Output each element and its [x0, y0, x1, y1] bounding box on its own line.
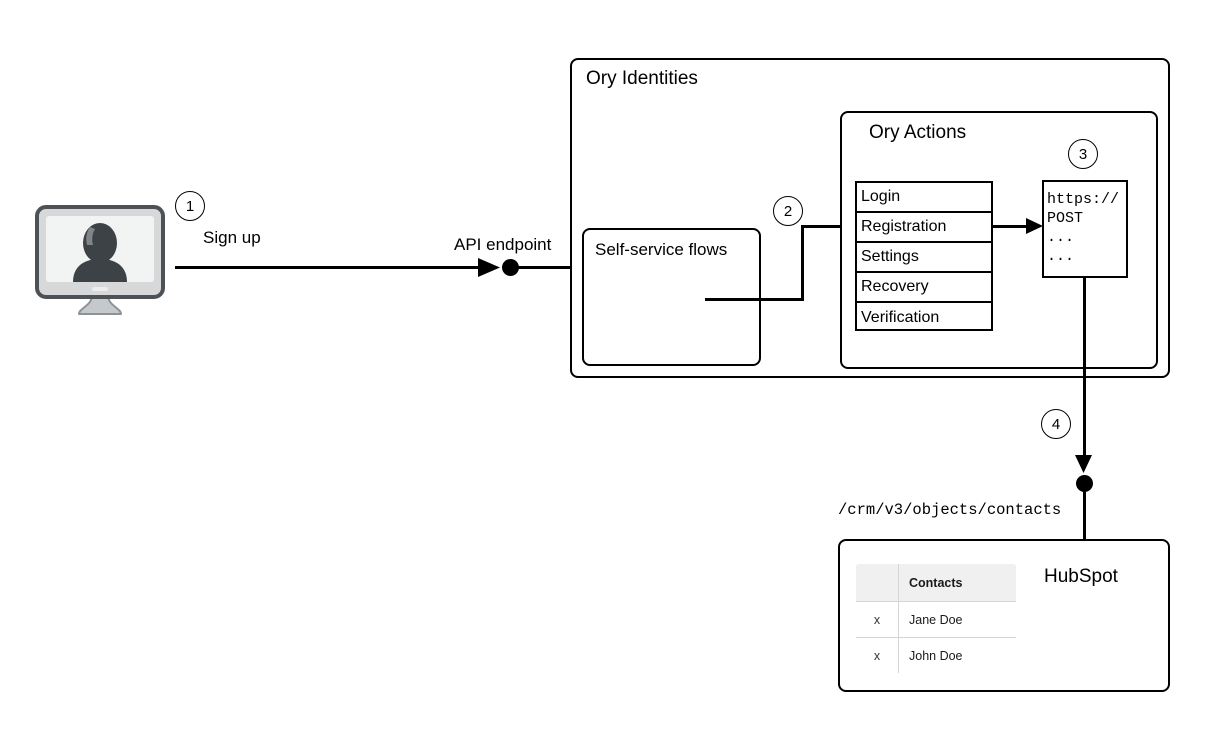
- self-service-to-registration-segment-v: [801, 225, 804, 301]
- flow-item-recovery[interactable]: Recovery: [857, 273, 991, 303]
- table-row[interactable]: x John Doe: [856, 637, 1016, 673]
- crm-path-label: /crm/v3/objects/contacts: [838, 501, 1062, 519]
- webhook-payload-box: [1042, 180, 1128, 278]
- row-contact-name: John Doe: [898, 637, 1016, 673]
- user-monitor-icon: [35, 205, 165, 320]
- ory-actions-title: Ory Actions: [869, 122, 967, 143]
- step-marker-2-label: 2: [783, 202, 793, 220]
- api-endpoint-label: API endpoint: [454, 235, 552, 254]
- self-service-flows-title: Self-service flows: [595, 240, 728, 259]
- table-header-row: Contacts: [856, 564, 1016, 602]
- flow-item-registration[interactable]: Registration: [857, 213, 991, 243]
- self-service-to-registration-segment-h2: [801, 225, 843, 228]
- flow-item-verification-label: Verification: [861, 309, 940, 326]
- self-service-flows-box: [582, 228, 761, 366]
- flow-item-settings[interactable]: Settings: [857, 243, 991, 273]
- webhook-to-hubspot-line-upper: [1083, 278, 1086, 463]
- flow-item-login-label: Login: [861, 188, 901, 205]
- sign-up-arrow-line: [175, 266, 480, 269]
- table-header-flag: [856, 564, 899, 602]
- registration-to-webhook-line: [993, 225, 1029, 228]
- hubspot-contacts-table: Contacts x Jane Doe x John Doe: [855, 563, 1017, 674]
- self-service-to-registration-segment-h1: [705, 298, 804, 301]
- hubspot-title: HubSpot: [1044, 566, 1118, 587]
- webhook-arrowhead: [1026, 218, 1043, 239]
- step-marker-1: 1: [175, 191, 205, 221]
- row-flag: x: [856, 637, 899, 673]
- webhook-to-hubspot-line-lower: [1083, 489, 1086, 541]
- step-marker-2: 2: [773, 196, 803, 226]
- flow-item-registration-label: Registration: [861, 218, 947, 235]
- step-marker-4-label: 4: [1051, 415, 1061, 433]
- api-endpoint-dot: [502, 259, 519, 276]
- flow-item-settings-label: Settings: [861, 248, 919, 265]
- ory-actions-flow-list: Login Registration Settings Recovery Ver…: [855, 181, 993, 331]
- row-contact-name: Jane Doe: [898, 601, 1016, 638]
- row-flag: x: [856, 601, 899, 638]
- table-header-contacts: Contacts: [898, 564, 1016, 602]
- flow-item-verification[interactable]: Verification: [857, 303, 991, 333]
- step-marker-3-label: 3: [1078, 145, 1088, 163]
- api-endpoint-connector: [516, 266, 572, 269]
- ory-identities-title: Ory Identities: [586, 68, 698, 89]
- step-marker-4: 4: [1041, 409, 1071, 439]
- sign-up-label: Sign up: [203, 228, 261, 247]
- webhook-payload-text: https:// POST ... ...: [1047, 191, 1120, 265]
- step-marker-3: 3: [1068, 139, 1098, 169]
- flow-item-login[interactable]: Login: [857, 183, 991, 213]
- sign-up-arrowhead: [478, 258, 500, 282]
- hubspot-arrowhead: [1075, 455, 1092, 478]
- flow-item-recovery-label: Recovery: [861, 278, 929, 295]
- crm-endpoint-dot: [1076, 475, 1093, 492]
- table-row[interactable]: x Jane Doe: [856, 601, 1016, 638]
- step-marker-1-label: 1: [185, 197, 195, 215]
